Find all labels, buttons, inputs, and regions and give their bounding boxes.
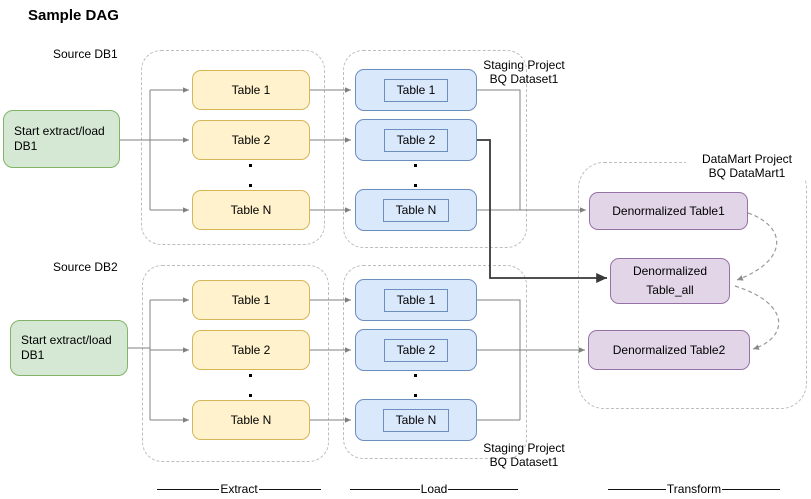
extract-tableN-db1-node: Table N xyxy=(192,190,310,230)
stage-transform-text: Transform xyxy=(666,482,722,496)
load-tableN-db2-node: Table N xyxy=(355,399,477,441)
load-table1-db2-node: Table 1 xyxy=(355,279,477,321)
stage-label-load: Load xyxy=(350,482,519,496)
stage-rule-right xyxy=(722,488,781,490)
load-table1-db1-inner-box: Table 1 xyxy=(383,78,449,102)
extract-table2-db2-label: Table 2 xyxy=(231,342,271,357)
extract-table2-db1-label: Table 2 xyxy=(231,132,271,147)
load-table2-db2-label: Table 2 xyxy=(396,342,436,357)
staging-label-bottom: Staging Project BQ Dataset1 xyxy=(458,441,590,469)
extract-group-db1-container xyxy=(141,50,325,245)
extract-group-db2-container xyxy=(142,265,329,462)
start-db2-line1: Start extract/load xyxy=(21,333,112,347)
source-db1-label: Source DB1 xyxy=(53,47,118,61)
ellipsis-dot xyxy=(414,184,417,187)
ellipsis-dot xyxy=(249,374,252,377)
start-db1-line2: DB1 xyxy=(14,139,38,153)
denormalized-table-all-label-line2: Table_all xyxy=(646,283,694,297)
load-tableN-db1-node: Table N xyxy=(355,189,477,231)
load-table1-db1-label: Table 1 xyxy=(396,82,436,97)
extract-table2-db1-node: Table 2 xyxy=(192,120,310,160)
staging-label-bottom-line1: Staging Project xyxy=(483,441,565,455)
load-group-db2-container xyxy=(343,265,527,459)
datamart-label-line2: BQ DataMart1 xyxy=(708,166,786,180)
stage-rule-right xyxy=(448,488,519,490)
stage-load-text: Load xyxy=(420,482,448,496)
ellipsis-dot xyxy=(414,394,417,397)
load-table2-db1-inner-box: Table 2 xyxy=(383,128,449,152)
denormalized-table2-label: Denormalized Table2 xyxy=(612,342,726,357)
start-db2-line2: DB1 xyxy=(21,348,45,362)
staging-label-top: Staging Project BQ Dataset1 xyxy=(458,58,590,86)
ellipsis-dot xyxy=(249,164,252,167)
load-table2-db1-node: Table 2 xyxy=(355,119,477,161)
extract-table1-db2-node: Table 1 xyxy=(192,280,310,320)
extract-tableN-db1-label: Table N xyxy=(230,202,272,217)
extract-table1-db1-label: Table 1 xyxy=(231,82,271,97)
load-table2-db2-node: Table 2 xyxy=(355,329,477,371)
load-tableN-db1-inner-box: Table N xyxy=(382,198,450,222)
staging-label-top-line2: BQ Dataset1 xyxy=(489,72,559,86)
denormalized-table-all-label-line1: Denormalized xyxy=(632,264,708,278)
datamart-label: DataMart Project BQ DataMart1 xyxy=(686,152,808,180)
denormalized-table1-node: Denormalized Table1 xyxy=(589,192,748,230)
denormalized-table-all-node: Denormalized Table_all xyxy=(610,258,730,304)
load-table1-db2-label: Table 1 xyxy=(396,292,436,307)
stage-label-transform: Transform xyxy=(608,482,781,496)
extract-tableN-db2-node: Table N xyxy=(192,400,310,440)
load-tableN-db1-label: Table N xyxy=(395,202,437,217)
load-group-db1-container xyxy=(343,50,527,248)
ellipsis-dot xyxy=(414,374,417,377)
extract-table1-db1-node: Table 1 xyxy=(192,70,310,110)
stage-extract-text: Extract xyxy=(220,482,258,496)
stage-label-extract: Extract xyxy=(157,482,321,496)
load-tableN-db2-inner-box: Table N xyxy=(382,408,450,432)
ellipsis-dot xyxy=(414,164,417,167)
load-tableN-db2-label: Table N xyxy=(395,412,437,427)
denormalized-table2-node: Denormalized Table2 xyxy=(588,330,750,370)
staging-label-bottom-line2: BQ Dataset1 xyxy=(489,455,559,469)
ellipsis-dot xyxy=(249,394,252,397)
extract-table2-db2-node: Table 2 xyxy=(192,330,310,370)
start-extract-load-db1-node: Start extract/load DB1 xyxy=(3,110,120,168)
denormalized-table1-label: Denormalized Table1 xyxy=(612,203,725,218)
extract-tableN-db2-label: Table N xyxy=(230,412,272,427)
stage-rule-left xyxy=(350,488,420,490)
load-table1-db2-inner-box: Table 1 xyxy=(383,288,449,312)
load-table1-db1-node: Table 1 xyxy=(355,69,477,111)
diagram-title: Sample DAG xyxy=(28,7,119,24)
stage-rule-left xyxy=(608,488,666,490)
source-db2-label: Source DB2 xyxy=(53,260,118,274)
stage-rule-left xyxy=(157,488,220,490)
datamart-label-line1: DataMart Project xyxy=(701,152,793,166)
load-table2-db1-label: Table 2 xyxy=(396,132,436,147)
load-table2-db2-inner-box: Table 2 xyxy=(383,338,449,362)
extract-table1-db2-label: Table 1 xyxy=(231,292,271,307)
staging-label-top-line1: Staging Project xyxy=(483,58,565,72)
start-extract-load-db2-node: Start extract/load DB1 xyxy=(10,320,128,376)
ellipsis-dot xyxy=(249,184,252,187)
start-db1-line1: Start extract/load xyxy=(14,124,105,138)
stage-rule-right xyxy=(258,488,321,490)
